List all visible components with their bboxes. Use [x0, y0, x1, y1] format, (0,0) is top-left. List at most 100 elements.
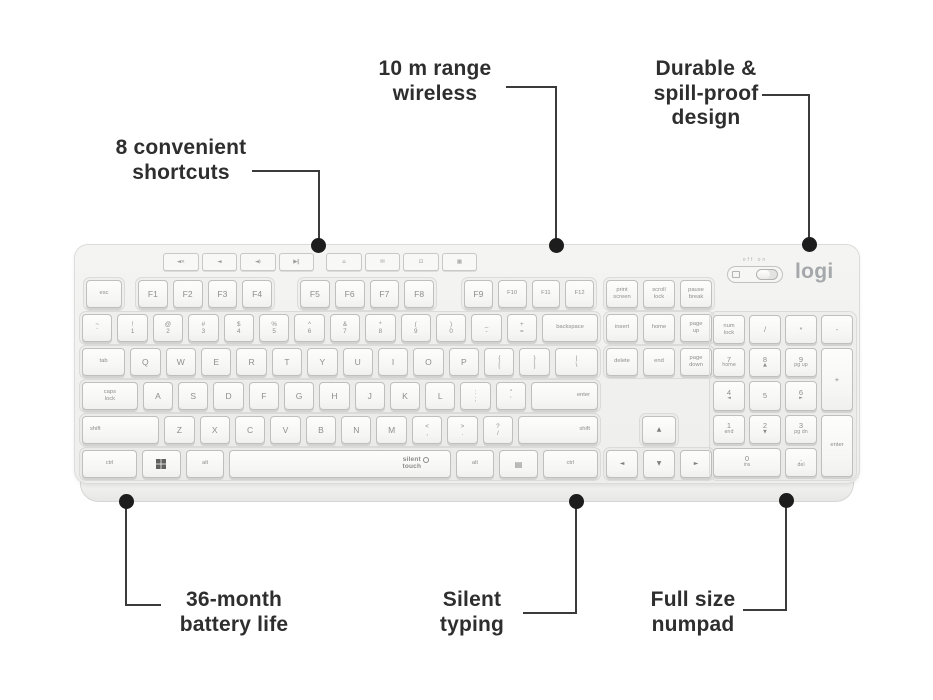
key-g: G [283, 382, 315, 410]
key-9: (9 [400, 314, 431, 342]
key-equals: += [506, 314, 538, 342]
callout-dot-battery [119, 494, 134, 509]
key-end: end [643, 348, 675, 376]
key-l: L [425, 382, 456, 410]
key-delete: delete [606, 348, 638, 376]
key-0: )0 [435, 314, 467, 342]
callout-wireless: 10 m range wireless [378, 57, 492, 105]
key-f: F [248, 382, 279, 410]
leader-line [506, 86, 556, 88]
key-u: U [342, 348, 373, 376]
key-h: H [319, 382, 350, 410]
logi-logo: logi [795, 260, 834, 283]
key-5: %5 [258, 314, 290, 342]
esc-group: esc [83, 277, 125, 311]
power-switch [727, 266, 783, 283]
leader-line [575, 506, 577, 614]
mute-key: ◄× [163, 253, 199, 271]
arrow-up-group: ▲ [639, 413, 679, 447]
key-f12: F12 [565, 280, 594, 308]
callout-durable: Durable & spill-proof design [653, 57, 759, 130]
key-shift-left: shift [82, 416, 160, 444]
key-slash: ?/ [482, 416, 514, 444]
key-p: P [448, 348, 480, 376]
key-grave: ~` [82, 314, 113, 342]
key-6: ^6 [294, 314, 325, 342]
key-2: @2 [152, 314, 184, 342]
key-j: J [354, 382, 385, 410]
key-e: E [200, 348, 232, 376]
key-m: M [376, 416, 407, 444]
key-3: #3 [188, 314, 219, 342]
callout-silent: Silent typing [439, 588, 505, 636]
key-alt-left: alt [185, 450, 225, 478]
key-v: V [270, 416, 301, 444]
key-ctrl-right: ctrl [542, 450, 598, 478]
key-np-enter: enter [821, 414, 853, 477]
key-semicolon: :; [460, 382, 491, 410]
key-x: X [199, 416, 230, 444]
leader-line [252, 170, 318, 172]
key-s: S [178, 382, 209, 410]
number-row: ~`!1@2#3$4%5^6&7*8(9)0_-+=backspace [79, 311, 601, 345]
key-f6: F6 [334, 280, 365, 308]
key-enter: enter [531, 382, 599, 410]
callout-dot-numpad [779, 493, 794, 508]
leader-line [125, 604, 161, 606]
key-comma: <, [411, 416, 443, 444]
key-f10: F10 [497, 280, 527, 308]
power-toggle-knob [756, 269, 778, 280]
key-backspace: backspace [542, 314, 599, 342]
key-f7: F7 [369, 280, 400, 308]
key-alt-right: alt [455, 450, 495, 478]
power-switch-label: off on [742, 257, 768, 263]
key-4: 4◄ [713, 381, 745, 411]
play-pause-key: ▶‖ [278, 253, 314, 271]
leader-line [125, 506, 127, 606]
key-f9: F9 [464, 280, 493, 308]
key-7: &7 [329, 314, 361, 342]
callout-numpad: Full size numpad [650, 588, 736, 636]
key-menu: ▤ [499, 450, 538, 478]
menu-icon: ▤ [514, 459, 523, 469]
key-2: 2▼ [749, 414, 781, 444]
key-a: A [142, 382, 174, 410]
key-arrow-up: ▲ [642, 416, 676, 444]
media-shortcut-row: ◄×◄◄)▶‖⌂✉⊡▦ [163, 253, 477, 271]
leader-line [762, 94, 810, 96]
key-5: 5 [749, 381, 781, 411]
home-shortcut-key: ⌂ [326, 253, 362, 271]
key-f5: F5 [300, 280, 330, 308]
callout-dot-silent [569, 494, 584, 509]
key-np-plus: + [821, 348, 853, 411]
key-f1: F1 [138, 280, 168, 308]
key-6: 6► [785, 381, 817, 411]
email-key: ✉ [364, 253, 400, 271]
key-quote: "' [495, 382, 527, 410]
key-esc: esc [86, 280, 122, 308]
key-z: Z [164, 416, 195, 444]
leader-line [318, 170, 320, 242]
key-home: home [643, 314, 675, 342]
key-1: !1 [117, 314, 148, 342]
volume-up-key: ◄) [240, 253, 276, 271]
key-minus: _- [471, 314, 502, 342]
